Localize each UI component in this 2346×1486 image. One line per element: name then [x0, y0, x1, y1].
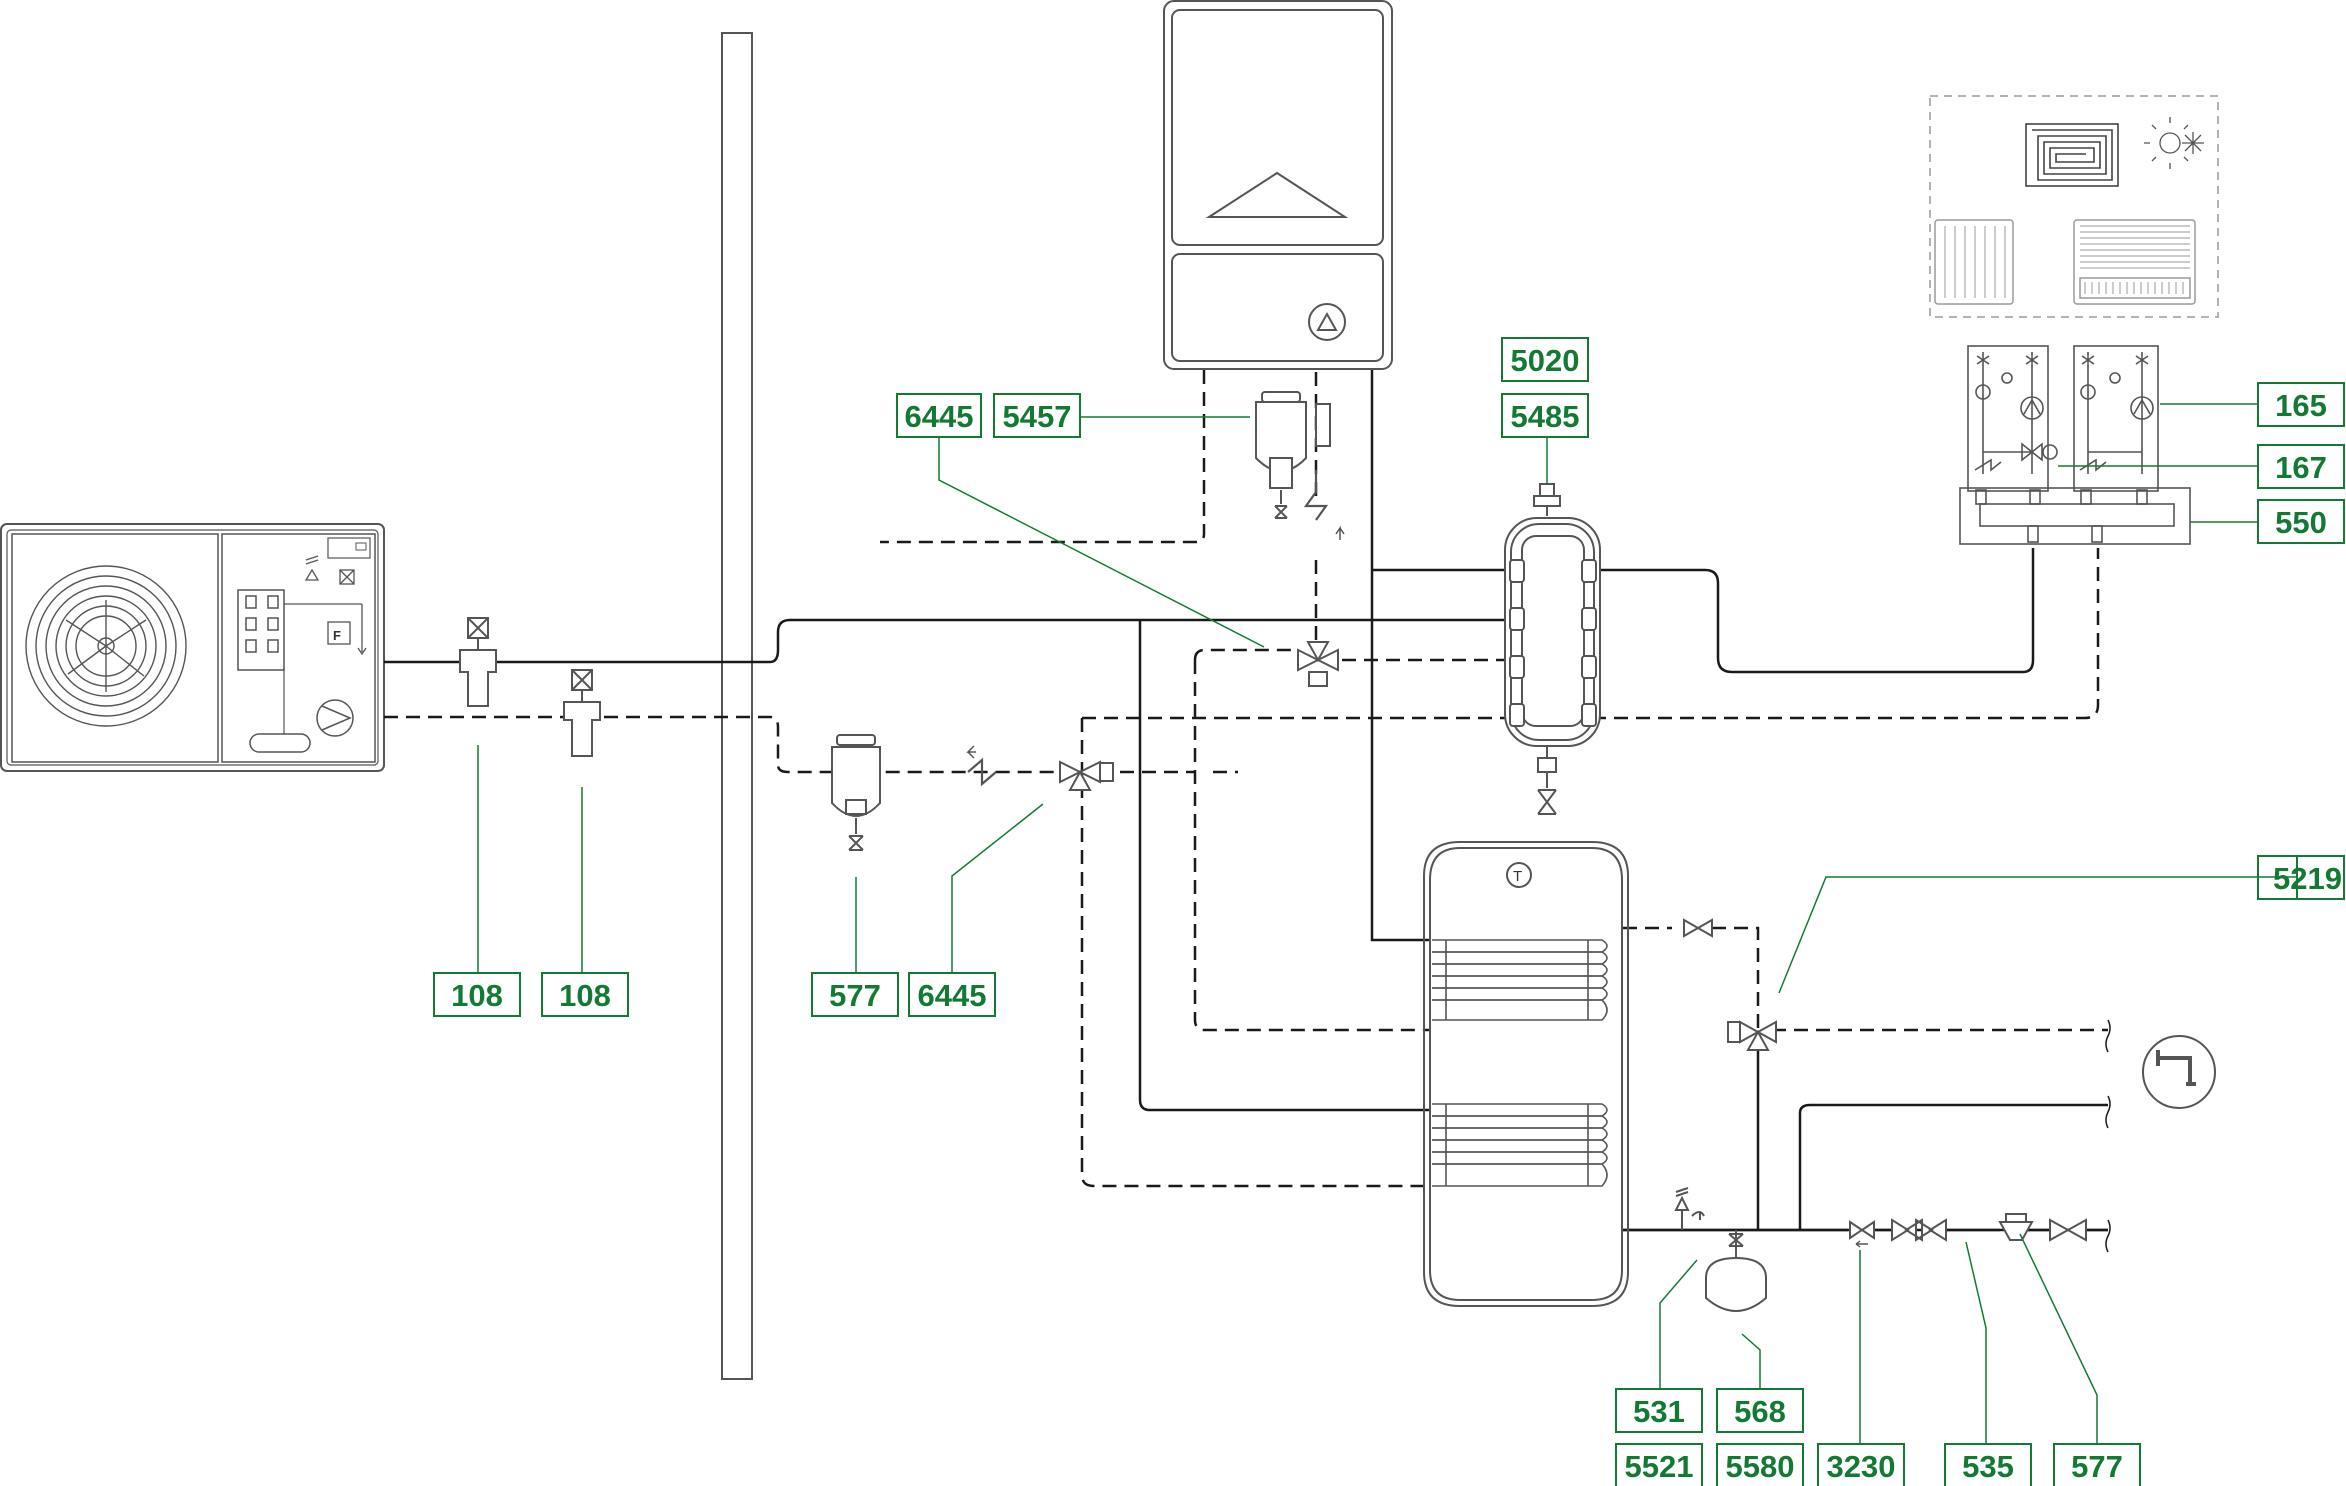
building-wall	[721, 32, 753, 1380]
label-5485: 5485	[1511, 399, 1580, 434]
dhw-components	[1674, 918, 2216, 1312]
safety-valve-icon	[1674, 1187, 1705, 1230]
check-valve-icon	[1849, 1220, 1875, 1248]
check-valve-icon	[967, 757, 997, 787]
label-5580: 5580	[1726, 1449, 1795, 1484]
upper-coil-icon	[1432, 939, 1608, 1021]
leader-lines	[477, 403, 2297, 1444]
water-tap-icon	[2142, 1035, 2216, 1109]
label-3230: 3230	[1827, 1449, 1896, 1484]
label-5219-box	[2257, 855, 2345, 900]
underfloor-heating-icon	[2025, 123, 2119, 187]
cooling-heating-mode-icon	[2144, 117, 2204, 169]
label-568: 568	[1734, 1394, 1786, 1429]
label-531: 531	[1633, 1394, 1685, 1429]
three-way-valve-icon	[1297, 641, 1339, 687]
svg-text:F: F	[333, 628, 341, 643]
plate-heat-exchanger-icon	[237, 589, 285, 671]
pressure-reducer-icon	[1998, 1213, 2034, 1241]
expansion-vessel-icon	[249, 733, 311, 753]
label-577: 577	[829, 978, 881, 1013]
expansion-vessel-icon	[1705, 1230, 1767, 1312]
label-5219: 5219	[2273, 861, 2342, 896]
heating-emitters	[1929, 95, 2219, 318]
label-5020: 5020	[1511, 343, 1580, 378]
burner-triangle-icon	[1205, 171, 1349, 218]
label-550: 550	[2275, 505, 2327, 540]
label-577: 577	[2071, 1449, 2123, 1484]
label-5521: 5521	[1625, 1449, 1694, 1484]
label-6445: 6445	[918, 978, 987, 1013]
thermometer-icon: T	[1506, 862, 1532, 888]
check-valve-icon	[1303, 470, 1329, 521]
pump-groups	[1959, 345, 2191, 545]
fan-coil-icon	[2073, 219, 2196, 305]
return-pipes	[384, 370, 2108, 1188]
label-108: 108	[451, 978, 503, 1013]
hydraulic-separator-icon	[1504, 483, 1601, 815]
label-5457: 5457	[1003, 399, 1072, 434]
label-6445: 6445	[905, 399, 974, 434]
label-165: 165	[2275, 388, 2327, 423]
fan-icon	[25, 565, 187, 727]
label-167: 167	[2275, 450, 2327, 485]
safety-valve-icon	[304, 555, 320, 581]
thermostatic-mixing-valve-icon	[1727, 1020, 1777, 1051]
pump-icon	[316, 699, 354, 737]
double-valve-icon	[1891, 1218, 1947, 1242]
component-labels: 6445 5457 5020 5485 165 167 550 5219 108…	[433, 337, 2345, 1486]
dirt-separator-icon	[459, 617, 497, 707]
manifold	[1959, 487, 2191, 545]
pipe-components	[459, 391, 1601, 851]
pump-group-direct	[1974, 352, 2044, 474]
label-535: 535	[1962, 1449, 2014, 1484]
heat-pump-unit: F	[0, 523, 385, 772]
boiler-filter-icon	[1255, 391, 1331, 519]
dhw-cylinder: T	[1423, 841, 1629, 1307]
svg-text:T: T	[1513, 868, 1522, 885]
dirt-separator-icon	[563, 669, 601, 757]
pump-group-mixed	[2079, 352, 2154, 474]
ball-valve-icon	[1683, 918, 1713, 938]
boiler-unit	[1163, 0, 1393, 370]
flow-pipes	[384, 370, 2108, 1232]
label-108: 108	[559, 978, 611, 1013]
magnetic-filter-icon	[831, 734, 881, 851]
three-way-valve-icon	[1059, 760, 1114, 791]
mixing-valve-icon	[2021, 442, 2058, 462]
radiator-icon	[1934, 219, 2014, 305]
lower-coil-icon	[1432, 1103, 1608, 1187]
ball-valve-icon	[2049, 1218, 2087, 1242]
air-vent-icon	[339, 569, 355, 585]
boiler-pump-icon	[1308, 303, 1346, 341]
flow-switch-icon	[327, 621, 351, 645]
